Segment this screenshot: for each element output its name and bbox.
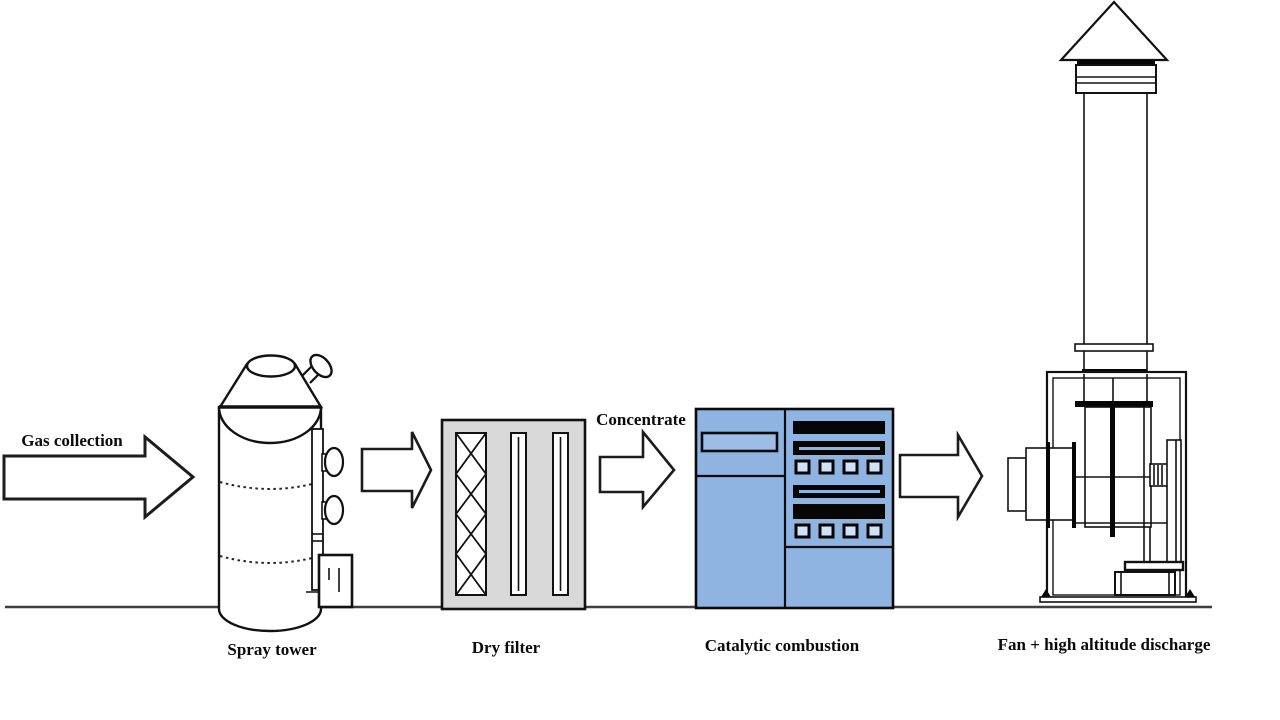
gas-collection-arrow [2,433,196,521]
packing-line-2 [219,555,321,564]
panel-bar-1 [793,421,885,434]
tower-top-opening [245,354,297,378]
stack-flange [1074,343,1154,352]
fan-coupling [1149,463,1169,487]
stack-rain-cap [1058,0,1170,62]
filter-zigzag-panel [455,432,487,596]
stack-collar [1075,64,1157,94]
base-foot-right [1185,589,1195,597]
panel-buttons-row-2 [794,523,883,539]
panel-bar-4 [793,504,885,519]
fan-base-plate [1039,596,1197,603]
tower-port-lower [323,494,345,526]
spray-tower-drawing [217,353,354,633]
tower-pump-box [317,553,354,609]
tower-nozzle-flange [309,353,333,379]
flow-arrow-1 [360,431,433,509]
fan-drum [1084,406,1152,528]
concentrate-label: Concentrate [596,410,686,429]
fan-inlet-inner [1025,447,1076,521]
packing-line-1 [219,481,321,490]
catalytic-combustion-label: Catalytic combustion [705,636,860,655]
spray-tower-label: Spray tower [227,640,317,659]
concentrate-arrow [598,428,676,511]
dry-filter-drawing [440,418,587,611]
gas-collection-label: Gas collection [21,431,123,450]
tower-port-upper [323,446,345,478]
panel-buttons-row-1 [794,459,883,475]
catalytic-display-slot [700,431,779,453]
fan-stack-drawing [1007,0,1197,603]
dry-filter-label: Dry filter [472,638,541,657]
fan-discharge-label: Fan + high altitude discharge [998,635,1211,654]
tower-body [217,405,323,633]
catalytic-combustion-drawing [694,407,895,610]
fan-inlet-outer [1007,457,1027,512]
flow-arrow-2 [898,430,984,522]
motor-pedestal-box [1114,571,1176,596]
tower-shoulder [217,406,323,445]
motor-pedestal-bar [1123,560,1185,572]
fan-motor [1166,439,1182,564]
base-foot-left [1041,589,1051,597]
fan-shaft [1110,407,1115,537]
